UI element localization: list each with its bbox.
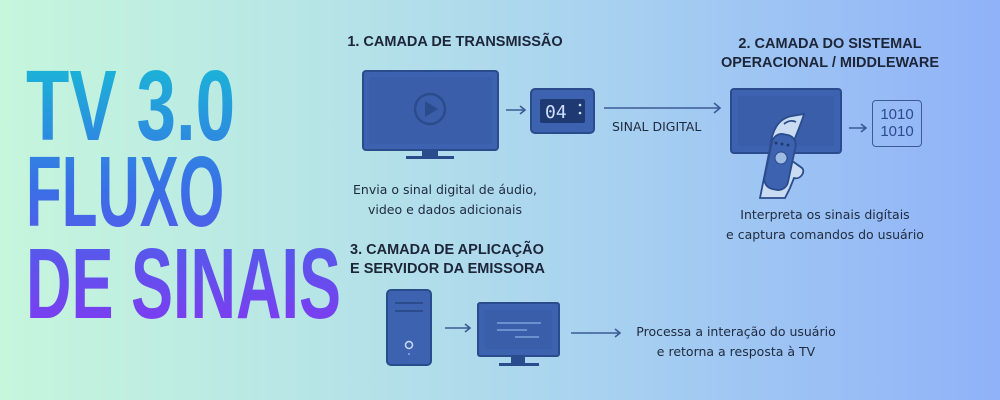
signal-label: SINAL DIGITAL xyxy=(612,119,702,134)
layer3-heading-2: E SERVIDOR DA EMISSORA xyxy=(350,261,545,277)
layer3-desc-1: Processa a interação do usuário xyxy=(636,324,836,339)
binary-line-2: 1010 xyxy=(880,123,914,140)
arrow-icon xyxy=(506,105,527,115)
layer1-desc-2: video e dados adicionais xyxy=(367,202,523,217)
monitor-icon xyxy=(477,302,560,366)
tv-remote-icon xyxy=(730,88,842,199)
server-icon xyxy=(386,289,432,366)
binary-line-1: 1010 xyxy=(880,106,914,123)
layer2-heading-1: 2. CAMADA DO SISTEMAL xyxy=(738,36,922,52)
binary-icon: 1010 1010 xyxy=(872,100,922,147)
arrow-icon xyxy=(445,323,472,333)
decoder-display: 04 xyxy=(545,102,567,123)
title-line-3: DE SINAIS xyxy=(26,228,342,340)
layer1-heading: 1. CAMADA DE TRANSMISSÃO xyxy=(347,34,563,50)
arrow-long-icon xyxy=(604,102,722,114)
layer2-desc-1: Interpreta os sinais digítais xyxy=(740,207,910,222)
tv-play-icon xyxy=(362,70,499,159)
arrow-icon xyxy=(849,123,868,133)
layer1-desc-1: Envia o sinal digital de áudio, xyxy=(353,182,537,197)
decoder-box-icon: 04 xyxy=(530,88,595,134)
layer3-desc-2: e retorna a resposta à TV xyxy=(656,344,816,359)
layer2-desc-2: e captura comandos do usuário xyxy=(726,227,924,242)
layer2-heading-2: OPERACIONAL / MIDDLEWARE xyxy=(720,55,940,71)
title-line-2: FLUXO xyxy=(26,136,225,248)
title-line-1: TV 3.0 xyxy=(26,50,236,162)
layer3-heading-1: 3. CAMADA DE APLICAÇÃO xyxy=(350,242,544,258)
arrow-long-icon xyxy=(571,328,622,338)
